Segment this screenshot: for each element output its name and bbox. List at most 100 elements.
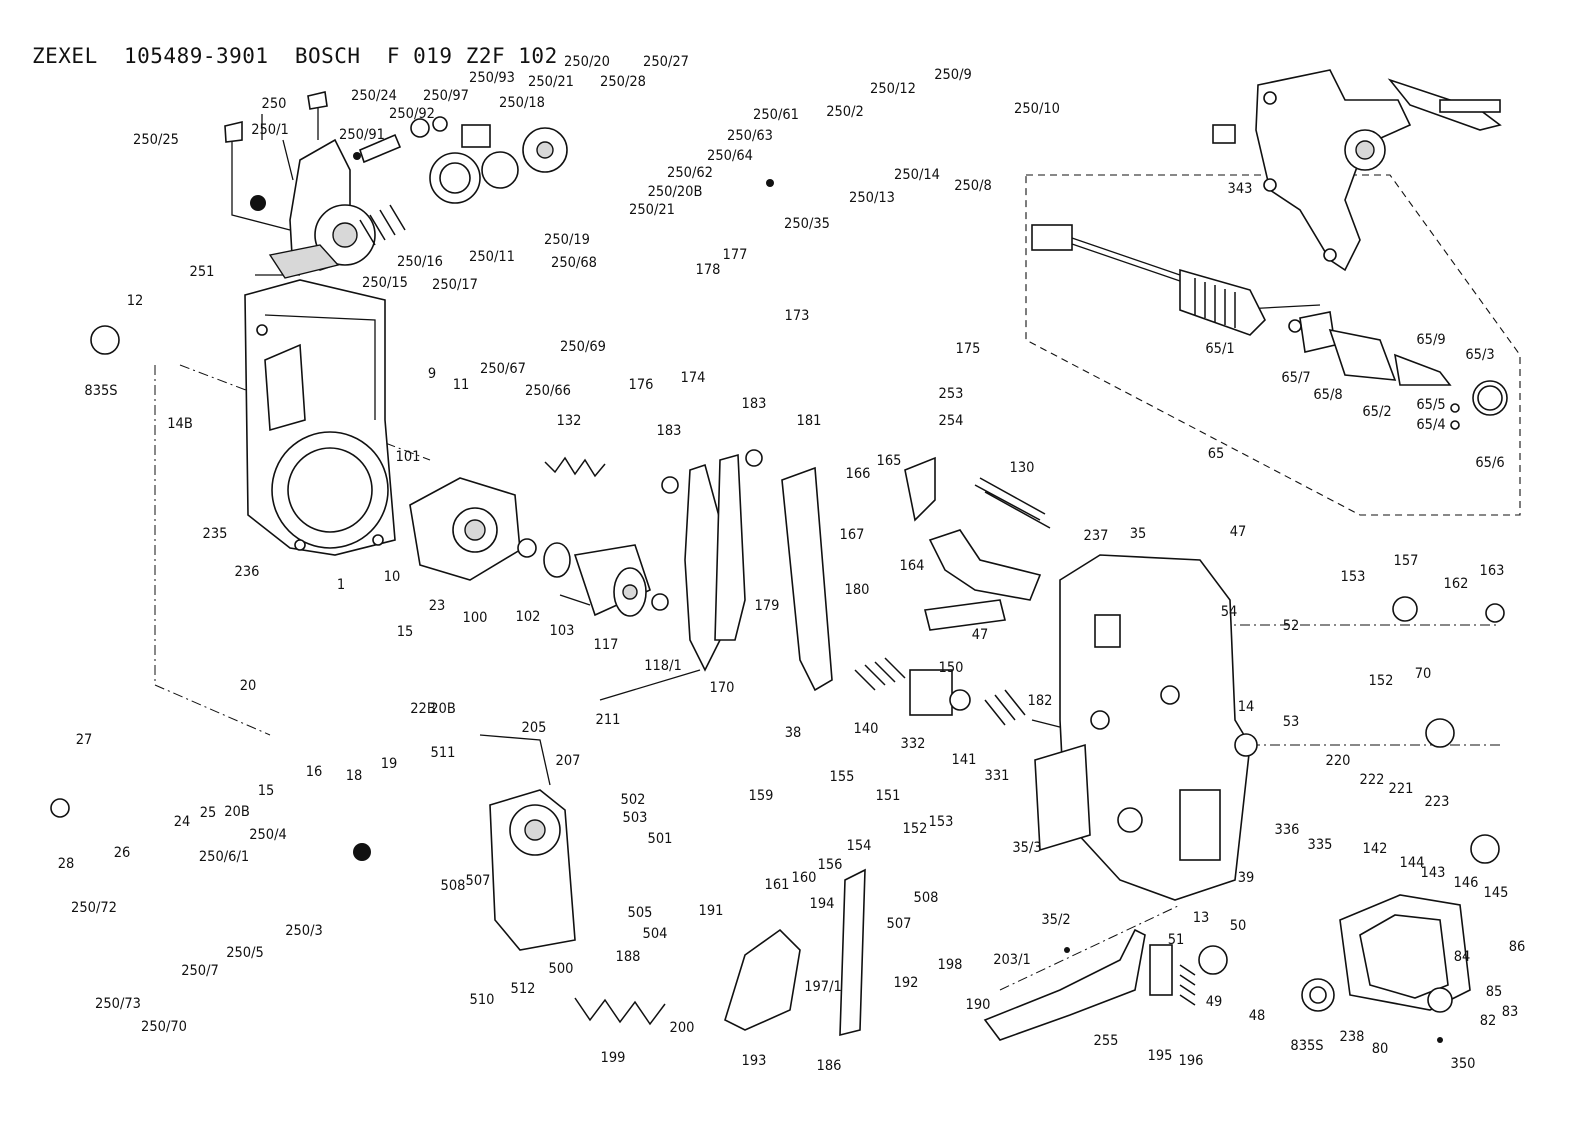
plate-500 [479,734,576,951]
callout-label: 49 [1205,993,1223,1010]
callout-label: 155 [829,768,855,785]
callout-label: 85 [1485,983,1503,1000]
callout-label: 176 [628,376,654,393]
callout-label: 505 [627,904,653,921]
callout-label: 102 [515,608,541,625]
callout-label: 250/28 [600,73,646,90]
callout-label: 186 [816,1057,842,1074]
callout-label: 235 [202,525,228,542]
callout-label: 53 [1282,713,1300,730]
callout-label: 250/27 [643,53,689,70]
callout-label: 153 [1340,568,1366,585]
callout-label: 254 [938,412,964,429]
callout-label: 250/5 [226,944,264,961]
callout-label: 250/35 [784,215,830,232]
callout-label: 20B [430,700,456,717]
callout-label: 250/21 [528,73,574,90]
rear-cover-80 [1339,894,1471,1013]
callout-label: 250/6/1 [198,848,250,865]
callout-label: 65/9 [1416,331,1446,348]
diagram-title: ZEXEL 105489-3901 BOSCH F 019 Z2F 102 [32,44,558,68]
callout-label: 507 [886,915,912,932]
callout-label: 27 [75,731,93,748]
callout-label: 23 [428,597,446,614]
callout-label: 14B [167,415,193,432]
solenoid-65 [1031,224,1508,430]
callout-label: 250/14 [894,166,940,183]
callout-label: 20B [224,803,250,820]
callout-label: 343 [1227,180,1253,197]
callout-label: 250/17 [432,276,478,293]
callout-label: 22B [410,700,436,717]
callout-label: 250/61 [753,106,799,123]
callout-label: 65 [1207,445,1225,462]
callout-label: 181 [796,412,822,429]
callout-label: 222 [1359,771,1385,788]
callout-label: 511 [430,744,456,761]
callout-label: 236 [234,563,260,580]
callout-label: 47 [971,626,989,643]
callout-label: 250/62 [667,164,713,181]
callout-label: 250/91 [339,126,385,143]
callout-label: 508 [913,889,939,906]
callout-label: 16 [305,763,323,780]
callout-label: 174 [680,369,706,386]
callout-label: 177 [722,246,748,263]
callout-label: 250/63 [727,127,773,144]
callout-label: 70 [1414,665,1432,682]
callout-label: 157 [1393,552,1419,569]
callout-label: 180 [844,581,870,598]
callout-label: 501 [647,830,673,847]
callout-label: 500 [548,960,574,977]
callout-label: 163 [1479,562,1505,579]
callout-label: 510 [469,991,495,1008]
callout-label: 250/21 [629,201,675,218]
callout-label: 250/1 [251,121,289,138]
callout-label: 203/1 [993,951,1031,968]
callout-label: 196 [1178,1052,1204,1069]
callout-label: 65/3 [1465,346,1495,363]
callout-label: 178 [695,261,721,278]
callout-label: 159 [748,787,774,804]
callout-label: 65/6 [1475,454,1505,471]
callout-label: 250/72 [71,899,117,916]
callout-label: 152 [1368,672,1394,689]
callout-label: 18 [345,767,363,784]
callout-label: 173 [784,307,810,324]
pump-housing-1 [244,279,396,556]
callout-label: 507 [465,872,491,889]
callout-label: 331 [984,767,1010,784]
callout-label: 80 [1371,1040,1389,1057]
callout-label: 250/10 [1014,100,1060,117]
callout-label: 35/2 [1041,911,1071,928]
callout-label: 198 [937,956,963,973]
callout-label: 145 [1483,884,1509,901]
callout-label: 250/69 [560,338,606,355]
callout-label: 9 [427,365,437,382]
callout-label: 117 [593,636,619,653]
callout-label: 11 [452,376,470,393]
callout-label: 191 [698,902,724,919]
callout-label: 195 [1147,1047,1173,1064]
callout-label: 39 [1237,869,1255,886]
callout-label: 220 [1325,752,1351,769]
callout-label: 38 [784,724,802,741]
callout-label: 250/2 [826,103,864,120]
callout-label: 211 [595,711,621,728]
callout-label: 35/3 [1012,839,1042,856]
callout-label: 251 [189,263,215,280]
callout-label: 336 [1274,821,1300,838]
lever-plates [661,449,833,692]
callout-label: 250/20B [647,183,703,200]
callout-label: 35 [1129,525,1147,542]
callout-label: 250/70 [141,1018,187,1035]
callout-label: 504 [642,925,668,942]
callout-label: 144 [1399,854,1425,871]
callout-label: 47 [1229,523,1247,540]
callout-label: 13 [1192,909,1210,926]
callout-label: 250/3 [285,922,323,939]
callout-label: 170 [709,679,735,696]
callout-label: 250/24 [351,87,397,104]
